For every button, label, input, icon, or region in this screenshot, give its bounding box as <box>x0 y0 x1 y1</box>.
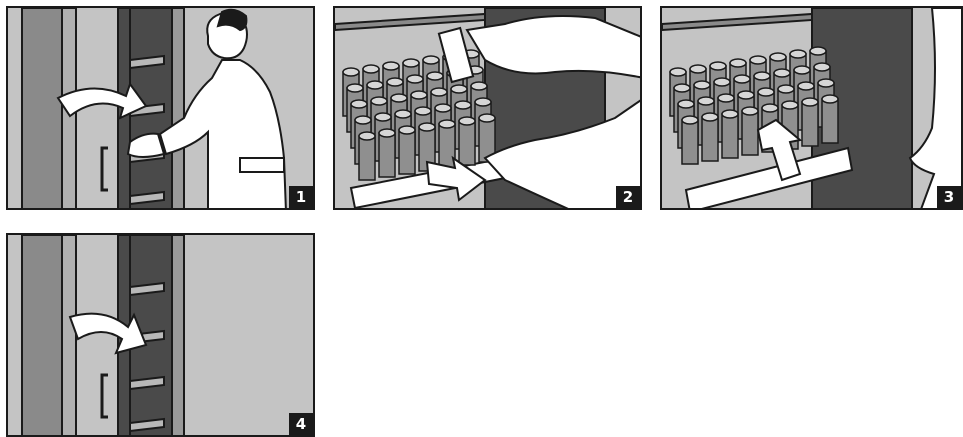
tube-cap <box>475 98 491 106</box>
tube-cap <box>479 114 495 122</box>
tube <box>722 114 738 158</box>
tube <box>822 99 838 143</box>
tube-cap <box>762 104 778 112</box>
tube-cap <box>682 116 698 124</box>
tube-cap <box>423 56 439 64</box>
tube-cap <box>399 126 415 134</box>
tube-cap <box>722 110 738 118</box>
tube-cap <box>383 62 399 70</box>
tube-cap <box>375 113 391 121</box>
tube-cap <box>363 65 379 73</box>
tube-cap <box>738 91 754 99</box>
tube-cap <box>415 107 431 115</box>
tube <box>439 124 455 168</box>
tube-cap <box>407 75 423 83</box>
tube-cap <box>355 116 371 124</box>
tube-cap <box>427 72 443 80</box>
tube-cap <box>403 59 419 67</box>
tube-cap <box>754 72 770 80</box>
tube-cap <box>351 100 367 108</box>
tube-cap <box>698 97 714 105</box>
tube-cap <box>774 69 790 77</box>
step-1-panel: 1 <box>6 6 315 210</box>
step-number-badge: 4 <box>289 413 313 435</box>
tube-cap <box>379 129 395 137</box>
tube-cap <box>391 94 407 102</box>
step-2-illustration <box>335 8 642 210</box>
tube-cap <box>694 81 710 89</box>
door-panel <box>22 235 62 437</box>
tube-cap <box>750 56 766 64</box>
tube-cap <box>387 78 403 86</box>
tube-cap <box>822 95 838 103</box>
door-panel <box>22 8 62 210</box>
tube-cap <box>347 84 363 92</box>
tube <box>359 136 375 180</box>
tube-cap <box>439 120 455 128</box>
tube-cap <box>718 94 734 102</box>
tube <box>682 120 698 164</box>
tube-cap <box>455 101 471 109</box>
tube-cap <box>702 113 718 121</box>
tube-cap <box>818 79 834 87</box>
step-3-panel: 3 <box>660 6 963 210</box>
tube-cap <box>794 66 810 74</box>
tube-cap <box>395 110 411 118</box>
step-4-panel: 4 <box>6 233 315 437</box>
tube-cap <box>734 75 750 83</box>
step-1-illustration <box>8 8 315 210</box>
tube-cap <box>770 53 786 61</box>
tube-cap <box>411 91 427 99</box>
tube <box>399 130 415 174</box>
step-number-badge: 2 <box>616 186 640 208</box>
tube-cap <box>674 84 690 92</box>
tube-cap <box>742 107 758 115</box>
tube-cap <box>371 97 387 105</box>
tube-cap <box>678 100 694 108</box>
tube-cap <box>802 98 818 106</box>
tube-cap <box>471 82 487 90</box>
tube-cap <box>782 101 798 109</box>
tube-cap <box>778 85 794 93</box>
tube <box>459 121 475 165</box>
tube-cap <box>419 123 435 131</box>
tube <box>379 133 395 177</box>
step-2-panel: 2 <box>333 6 642 210</box>
tube <box>742 111 758 155</box>
step-number-badge: 1 <box>289 186 313 208</box>
tube-cap <box>810 47 826 55</box>
tube-cap <box>435 104 451 112</box>
tube-cap <box>758 88 774 96</box>
step-number-badge: 3 <box>937 186 961 208</box>
tube-cap <box>451 85 467 93</box>
tube <box>702 117 718 161</box>
step-4-illustration <box>8 235 315 437</box>
tube-cap <box>670 68 686 76</box>
step-3-illustration <box>662 8 963 210</box>
tube-cap <box>343 68 359 76</box>
tube-cap <box>730 59 746 67</box>
tube-cap <box>814 63 830 71</box>
tube-cap <box>431 88 447 96</box>
tube-cap <box>710 62 726 70</box>
tube-cap <box>690 65 706 73</box>
tube-rack <box>670 47 838 164</box>
tube-cap <box>790 50 806 58</box>
tube-cap <box>798 82 814 90</box>
tube-cap <box>459 117 475 125</box>
tube-cap <box>359 132 375 140</box>
tube <box>802 102 818 146</box>
tube-cap <box>367 81 383 89</box>
tube-cap <box>714 78 730 86</box>
